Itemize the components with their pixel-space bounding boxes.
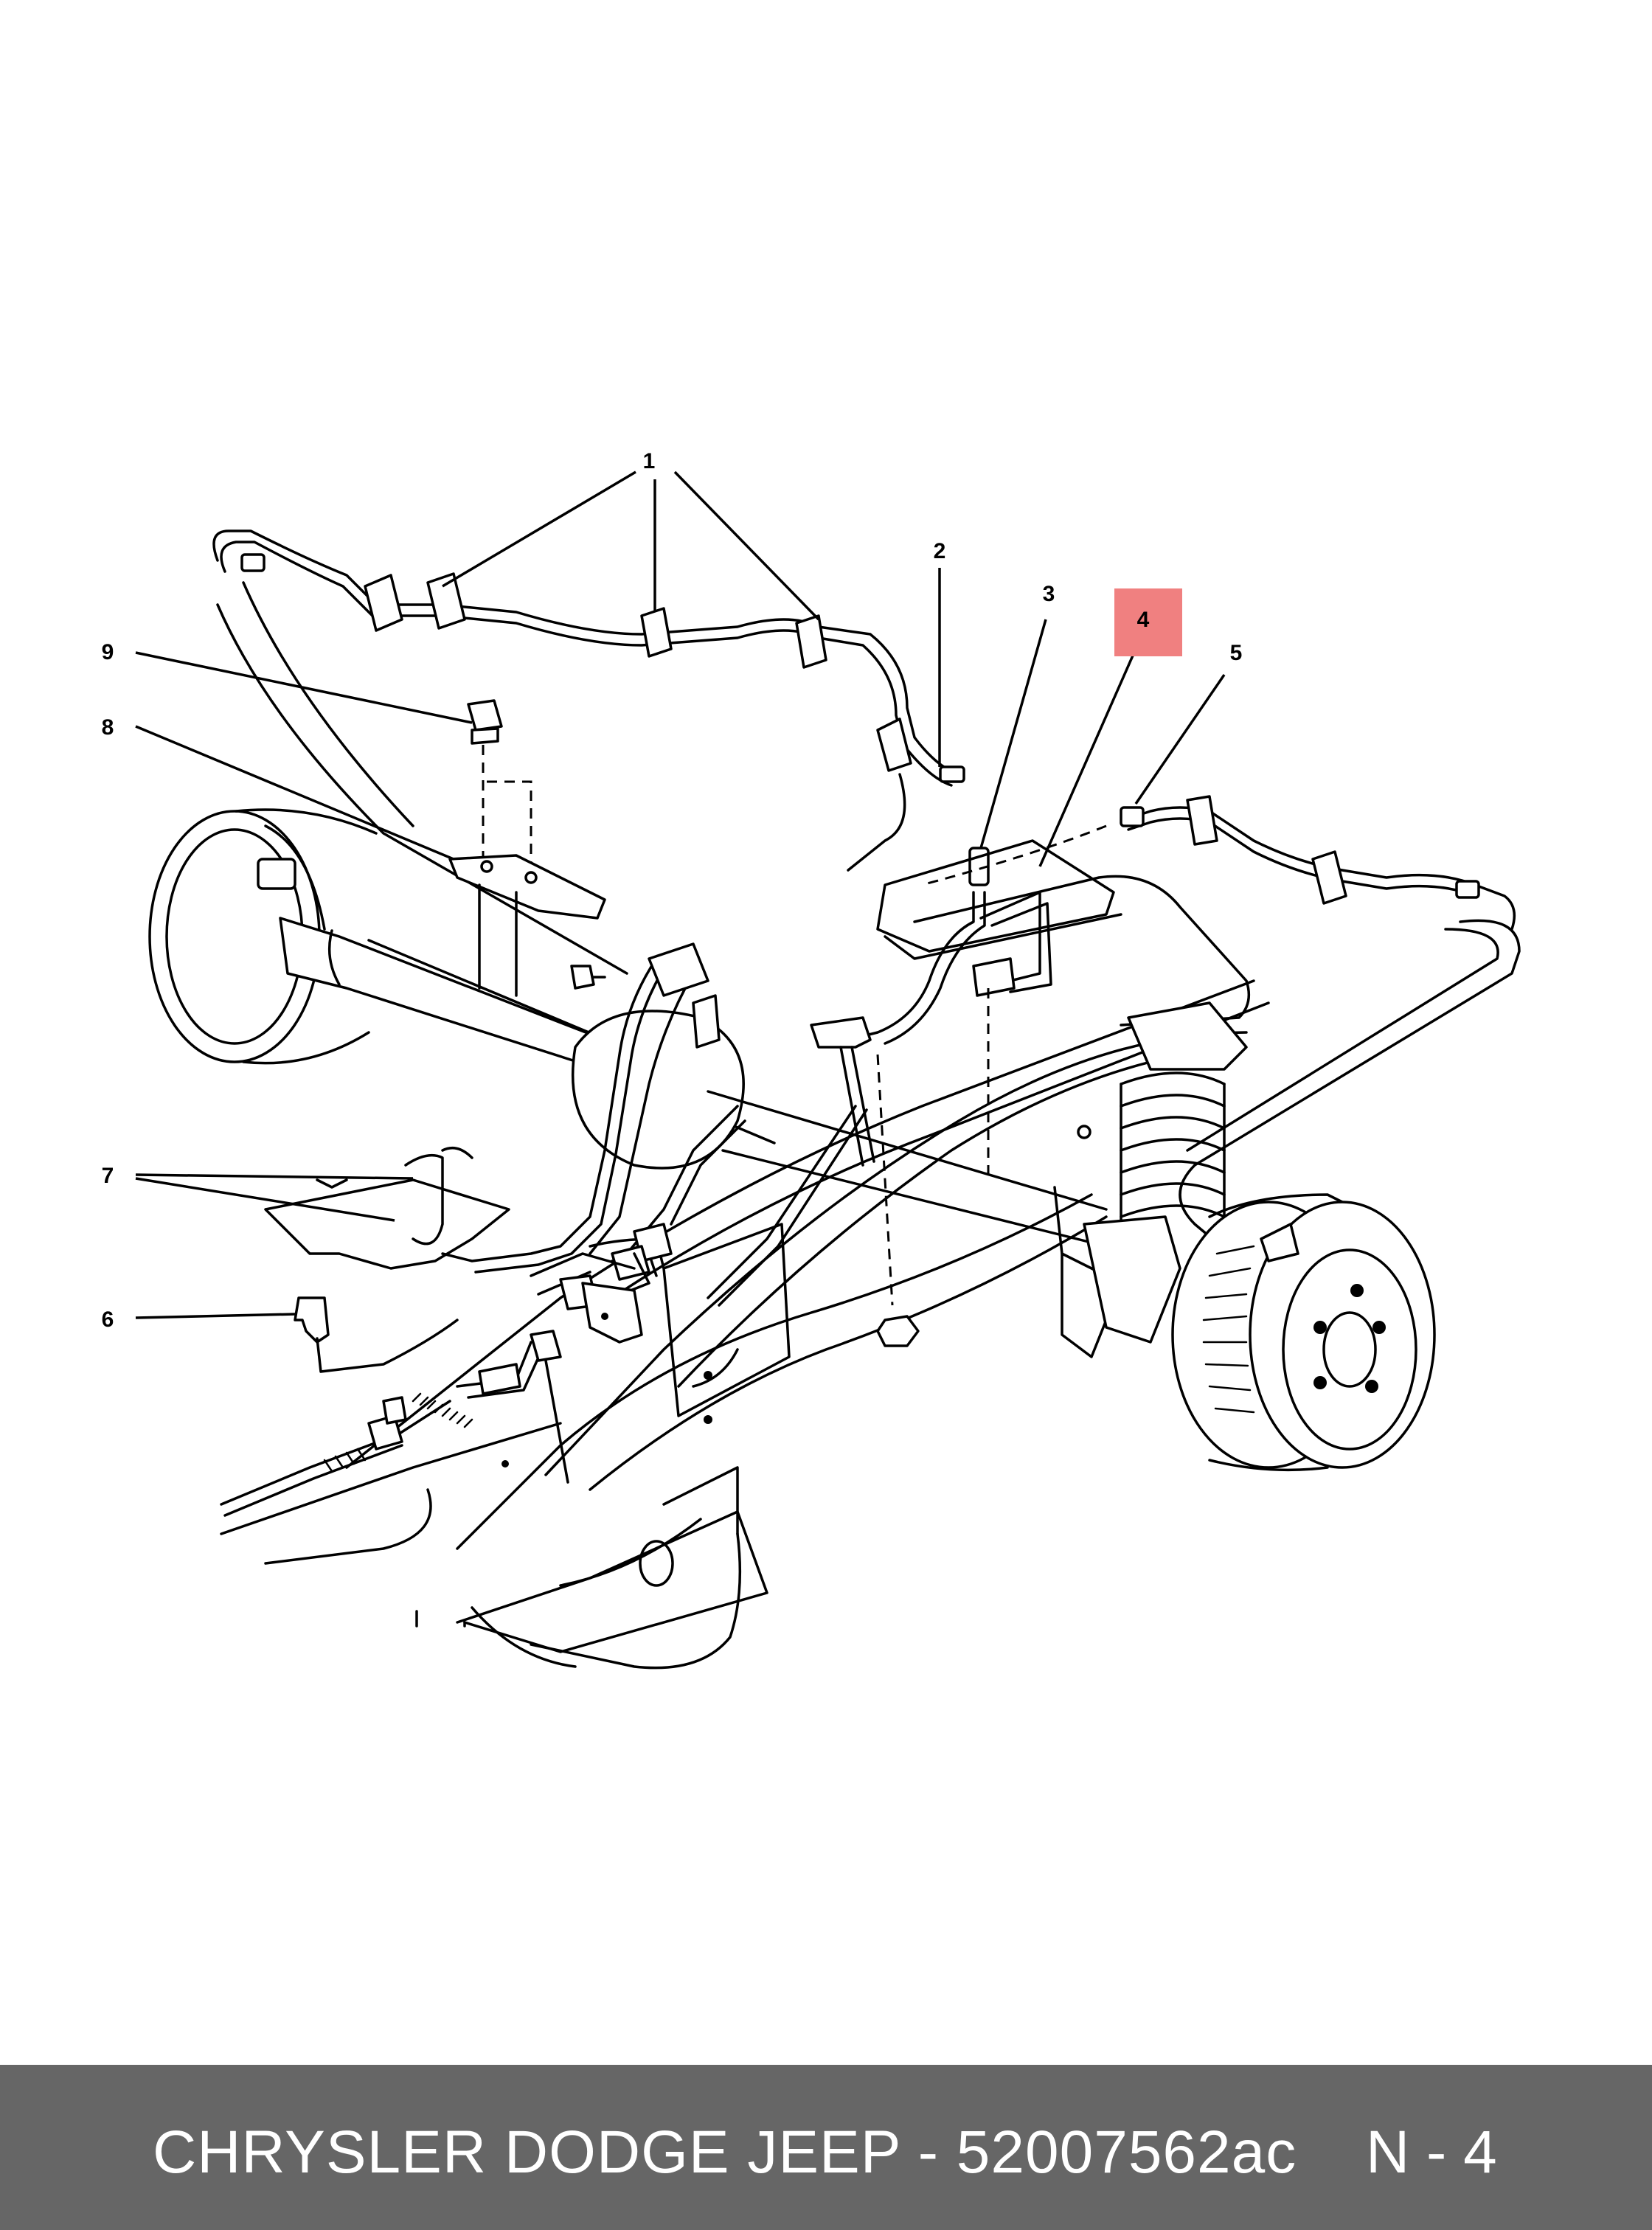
brake-line-diagram: 1 2 3 4 5 6 7 8 9 [102,449,1521,1670]
callout-4: 4 [1137,608,1150,632]
brake-line-lower [441,942,746,1344]
callout-7: 7 [102,1164,114,1188]
callout-5: 5 [1230,641,1243,665]
bolt-lower [530,1330,569,1484]
callout-highlight [1114,588,1182,656]
brake-line-right [1120,795,1516,931]
right-brake-drum [1171,1193,1436,1472]
clip-item-7 [264,1146,510,1270]
leader-lines [135,470,1226,1319]
parking-brake-cable [220,1341,544,1517]
part-title: CHRYSLER DODGE JEEP - 52007562ac [153,2119,1297,2186]
callout-9: 9 [102,640,114,664]
callout-1: 1 [643,449,656,473]
bracket-item-8 [448,854,606,997]
page-code: N - 4 [1366,2119,1497,2186]
nut-center [876,1054,920,1347]
bolt-item-9 [467,699,532,870]
vehicle-frame [216,581,1521,1670]
bolt-left [570,965,606,990]
rear-axle [279,917,1137,1255]
floor-plate [876,839,1115,953]
callout-6: 6 [102,1307,114,1332]
coil-spring [1053,1001,1248,1344]
brake-hose-tee [707,847,1052,1307]
clip-item-6 [294,1296,459,1373]
footer-bar: CHRYSLER DODGE JEEP - 52007562ac N - 4 [0,2065,1652,2230]
brake-line-upper [212,529,965,872]
callout-2: 2 [934,539,946,563]
callout-3: 3 [1043,582,1055,606]
dashed-guides [921,824,1107,1180]
callout-8: 8 [102,715,114,740]
